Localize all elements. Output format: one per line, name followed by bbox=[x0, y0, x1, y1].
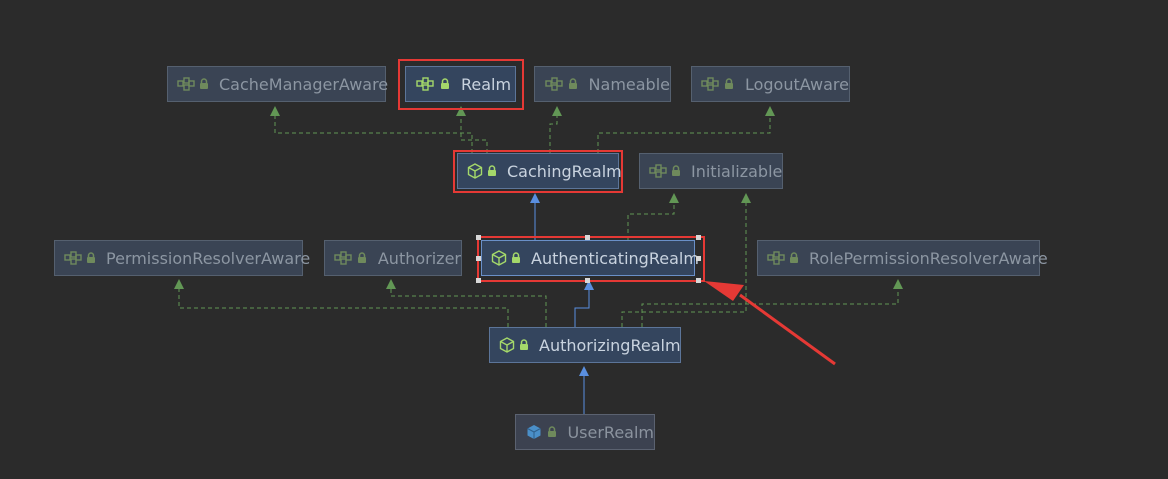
node-authorizer[interactable]: Authorizer bbox=[324, 240, 462, 276]
interface-icon bbox=[334, 250, 353, 266]
node-label: Initializable bbox=[691, 161, 783, 181]
selection-handle[interactable] bbox=[696, 235, 701, 240]
node-authorizing-realm[interactable]: AuthorizingRealm bbox=[489, 327, 681, 363]
node-logout-aware[interactable]: LogoutAware bbox=[691, 66, 850, 102]
node-label: CachingRealm bbox=[507, 161, 622, 181]
lock-icon bbox=[357, 250, 368, 266]
extends-edges bbox=[530, 193, 594, 414]
interface-icon bbox=[544, 76, 563, 92]
node-cache-manager-aware[interactable]: CacheManagerAware bbox=[167, 66, 389, 102]
implements-edges bbox=[174, 106, 903, 327]
lock-icon bbox=[671, 163, 681, 179]
abstract-class-icon bbox=[491, 250, 507, 266]
interface-icon bbox=[767, 250, 785, 266]
node-permission-resolver-aware[interactable]: PermissionResolverAware bbox=[54, 240, 310, 276]
interface-icon bbox=[701, 76, 720, 92]
edge-authorizing-realm-permission-resolver-aware bbox=[174, 279, 509, 327]
node-caching-realm[interactable]: CachingRealm bbox=[457, 153, 622, 189]
node-label: Nameable bbox=[588, 74, 670, 94]
node-label: AuthenticatingRealm bbox=[531, 248, 699, 268]
node-authenticating-realm[interactable]: AuthenticatingRealm bbox=[481, 240, 699, 276]
edge-authorizing-realm-role-permission-resolver-aware bbox=[641, 279, 903, 327]
node-label: UserRealm bbox=[567, 422, 654, 442]
edge-authenticating-realm-initializable bbox=[627, 193, 679, 240]
interface-icon bbox=[64, 250, 82, 266]
lock-icon bbox=[724, 76, 735, 92]
node-label: AuthorizingRealm bbox=[539, 335, 681, 355]
node-label: Authorizer bbox=[377, 248, 461, 268]
lock-icon bbox=[567, 76, 578, 92]
edge-caching-realm-realm bbox=[456, 106, 488, 153]
lock-icon bbox=[511, 250, 521, 266]
selection-handle[interactable] bbox=[476, 235, 481, 240]
interface-icon bbox=[649, 163, 667, 179]
lock-icon bbox=[439, 76, 451, 92]
interface-icon bbox=[177, 76, 195, 92]
annotation-arrow bbox=[704, 281, 836, 366]
edge-caching-realm-logout-aware bbox=[597, 106, 775, 153]
node-label: LogoutAware bbox=[744, 74, 849, 94]
lock-icon bbox=[487, 163, 497, 179]
edge-authorizing-realm-authorizer bbox=[386, 279, 547, 327]
interface-icon bbox=[415, 76, 435, 92]
abstract-class-icon bbox=[467, 163, 483, 179]
node-role-permission-resolver-aware[interactable]: RolePermissionResolverAware bbox=[757, 240, 1048, 276]
selection-handle[interactable] bbox=[585, 278, 590, 283]
edge-authorizing-realm-authenticating-realm bbox=[574, 280, 594, 327]
node-realm[interactable]: Realm bbox=[405, 66, 516, 102]
node-user-realm[interactable]: UserRealm bbox=[515, 414, 655, 450]
lock-icon bbox=[547, 424, 558, 440]
node-label: PermissionResolverAware bbox=[106, 248, 311, 268]
edge-caching-realm-cache-manager-aware bbox=[270, 106, 473, 153]
class-icon bbox=[525, 424, 543, 440]
abstract-class-icon bbox=[499, 337, 515, 353]
edge-caching-realm-nameable bbox=[549, 106, 562, 153]
edge-authorizing-realm-initializable bbox=[621, 193, 751, 327]
lock-icon bbox=[199, 76, 209, 92]
selection-handle[interactable] bbox=[476, 278, 481, 283]
node-label: CacheManagerAware bbox=[219, 74, 389, 94]
selection-handle[interactable] bbox=[585, 235, 590, 240]
node-label: RolePermissionResolverAware bbox=[809, 248, 1048, 268]
selection-handle[interactable] bbox=[696, 256, 701, 261]
node-nameable[interactable]: Nameable bbox=[534, 66, 671, 102]
lock-icon bbox=[789, 250, 799, 266]
lock-icon bbox=[86, 250, 96, 266]
node-initializable[interactable]: Initializable bbox=[639, 153, 783, 189]
selection-handle[interactable] bbox=[476, 256, 481, 261]
lock-icon bbox=[519, 337, 529, 353]
selection-handle[interactable] bbox=[696, 278, 701, 283]
node-label: Realm bbox=[461, 74, 512, 94]
